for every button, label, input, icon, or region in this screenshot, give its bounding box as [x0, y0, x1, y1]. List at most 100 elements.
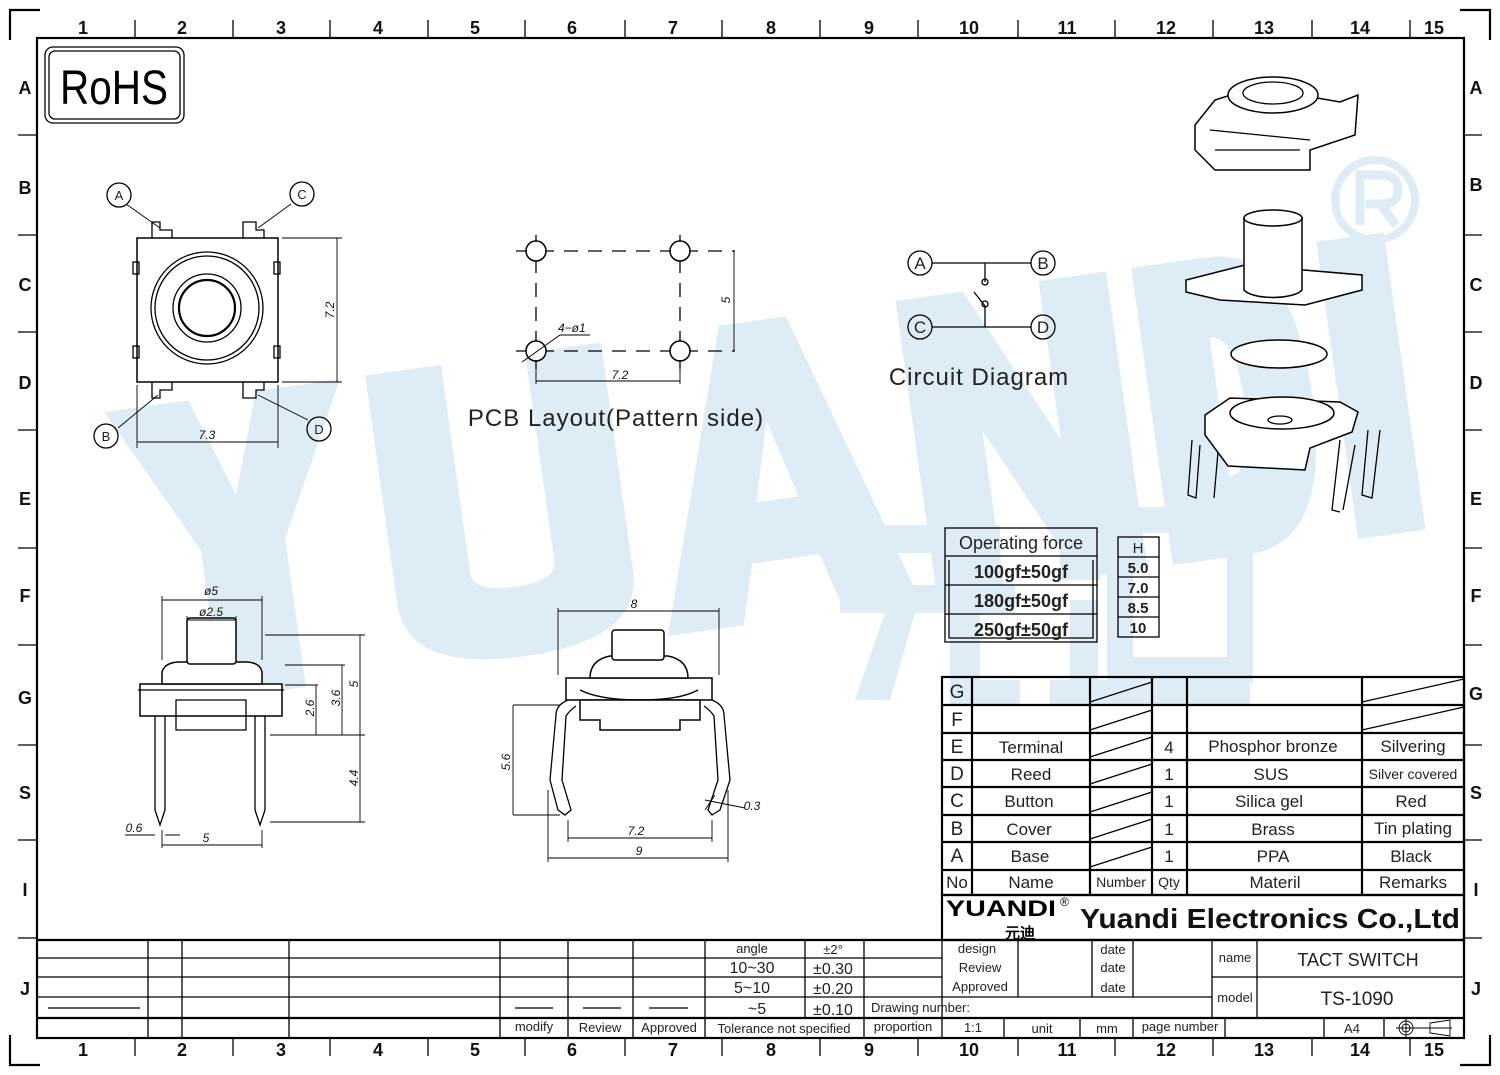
col-label: 12 — [1156, 18, 1176, 38]
label-unit: unit — [1032, 1021, 1053, 1036]
col-label: 5 — [470, 18, 480, 38]
proportion-value: 1:1 — [964, 1020, 982, 1035]
row-label: G — [18, 688, 32, 708]
bom-no: C — [950, 791, 964, 812]
pcb-layout-title: PCB Layout(Pattern side) — [468, 405, 764, 432]
tolerance-value: ±0.10 — [813, 1002, 853, 1019]
row-label: S — [1470, 783, 1482, 803]
col-label: 9 — [864, 18, 874, 38]
col-label: 15 — [1424, 1040, 1444, 1060]
pin-label-b: B — [102, 429, 111, 444]
row-label: B — [1470, 175, 1483, 195]
top-view: A C B D 7.3 7.2 — [93, 181, 342, 449]
watermark-chinese-shape — [840, 507, 1253, 705]
col-label: 4 — [373, 18, 383, 38]
company-name: Yuandi Electronics Co.,Ltd — [1080, 903, 1460, 934]
col-label: 2 — [177, 1040, 187, 1060]
col-label: 4 — [373, 1040, 383, 1060]
tolerance-value: ±0.20 — [813, 981, 853, 998]
bom-remarks: Black — [1390, 847, 1432, 866]
label-date: date — [1100, 980, 1125, 995]
bom-header-remarks: Remarks — [1379, 873, 1447, 892]
col-label: 11 — [1057, 18, 1076, 38]
dim-height: 5 — [719, 296, 733, 303]
bom-header-name: Name — [1008, 873, 1053, 892]
col-label: 8 — [766, 18, 776, 38]
node-b: B — [1037, 254, 1048, 273]
bom-name: Terminal — [999, 738, 1063, 757]
row-label: F — [20, 586, 31, 606]
grid-row-labels-left: A B C D E F G S I J — [18, 78, 32, 999]
bom-qty: 4 — [1164, 738, 1173, 757]
pin-label-a: A — [115, 188, 124, 203]
col-label: 13 — [1254, 1040, 1274, 1060]
force-value: 250gf±50gf — [974, 620, 1069, 640]
button-part — [1185, 209, 1363, 306]
dim-height-body: 2.6 — [303, 699, 317, 717]
bom-no: A — [951, 846, 964, 867]
col-label: 3 — [276, 18, 286, 38]
dim-pitch: 7.2 — [628, 824, 645, 838]
label-approved: Approved — [641, 1020, 697, 1035]
node-d: D — [1037, 318, 1049, 337]
col-label: 5 — [470, 1040, 480, 1060]
cover-part — [1194, 76, 1359, 171]
label-name: name — [1219, 950, 1252, 965]
reed-part — [1230, 339, 1328, 369]
bom-qty: 1 — [1164, 820, 1173, 839]
company-logo-reg: ® — [1060, 895, 1069, 909]
tolerance-label: Tolerance not specified — [718, 1021, 851, 1036]
bom-remarks: Silver covered — [1369, 766, 1458, 782]
grid-ticks — [18, 20, 1482, 1056]
col-label: 1 — [78, 18, 88, 38]
dim-height-leg: 4.4 — [347, 769, 361, 786]
col-label: 9 — [864, 1040, 874, 1060]
watermark-registered-shape — [1331, 156, 1419, 244]
row-label: J — [20, 979, 30, 999]
company-logo-cn: 元迪 — [1005, 924, 1035, 942]
rohs-badge: RoHS — [44, 46, 185, 124]
row-label: I — [22, 880, 27, 900]
bom-no: D — [950, 764, 964, 785]
row-label: D — [19, 373, 32, 393]
bom-remarks: Silvering — [1380, 737, 1445, 756]
bom-name: Reed — [1011, 765, 1052, 784]
label-review-sign: Review — [959, 960, 1002, 975]
col-label: 13 — [1254, 18, 1274, 38]
tolerance-range: ~5 — [748, 1001, 766, 1018]
base-part — [1187, 396, 1381, 513]
bom-row: E Terminal 4 Phosphor bronze Silvering — [951, 737, 1446, 758]
bom-row: D Reed 1 SUS Silver covered — [950, 764, 1457, 785]
dim-width: 7.2 — [612, 368, 629, 382]
pin-label-d: D — [314, 422, 323, 437]
force-header: Operating force — [959, 533, 1083, 553]
front-view: 8 5.6 0.3 7.2 9 — [499, 597, 761, 862]
circuit-diagram: A B C D Circuit Diagram — [889, 250, 1068, 391]
bom-row: F — [951, 710, 963, 731]
bom-qty: 1 — [1164, 765, 1173, 784]
company-logo: YUANDI — [946, 896, 1056, 921]
title-block — [37, 938, 1464, 1038]
tolerance-value: ±2° — [823, 942, 843, 957]
bom-name: Base — [1011, 847, 1050, 866]
col-label: 10 — [959, 1040, 979, 1060]
rohs-text: RoHS — [60, 62, 168, 115]
row-label: D — [1470, 373, 1483, 393]
label-approved-sign: Approved — [952, 979, 1008, 994]
drawing-name: TACT SWITCH — [1297, 950, 1418, 970]
col-label: 6 — [567, 18, 577, 38]
bom-qty: 1 — [1164, 792, 1173, 811]
bom-row: A Base 1 PPA Black — [951, 846, 1433, 867]
dim-dia-outer: ø5 — [204, 584, 218, 598]
row-label: S — [19, 783, 31, 803]
dim-dia-inner: ø2.5 — [199, 605, 223, 619]
unit-value: mm — [1096, 1021, 1118, 1036]
bom-no: E — [951, 737, 964, 758]
tolerance-value: ±0.30 — [813, 961, 853, 978]
watermark — [104, 156, 1426, 705]
dim-width-total: 9 — [636, 844, 643, 858]
col-label: 6 — [567, 1040, 577, 1060]
title-block-text: modify Review Approved angle ±2° 10~30 ±… — [515, 941, 1419, 1036]
exploded-view — [1185, 76, 1381, 513]
